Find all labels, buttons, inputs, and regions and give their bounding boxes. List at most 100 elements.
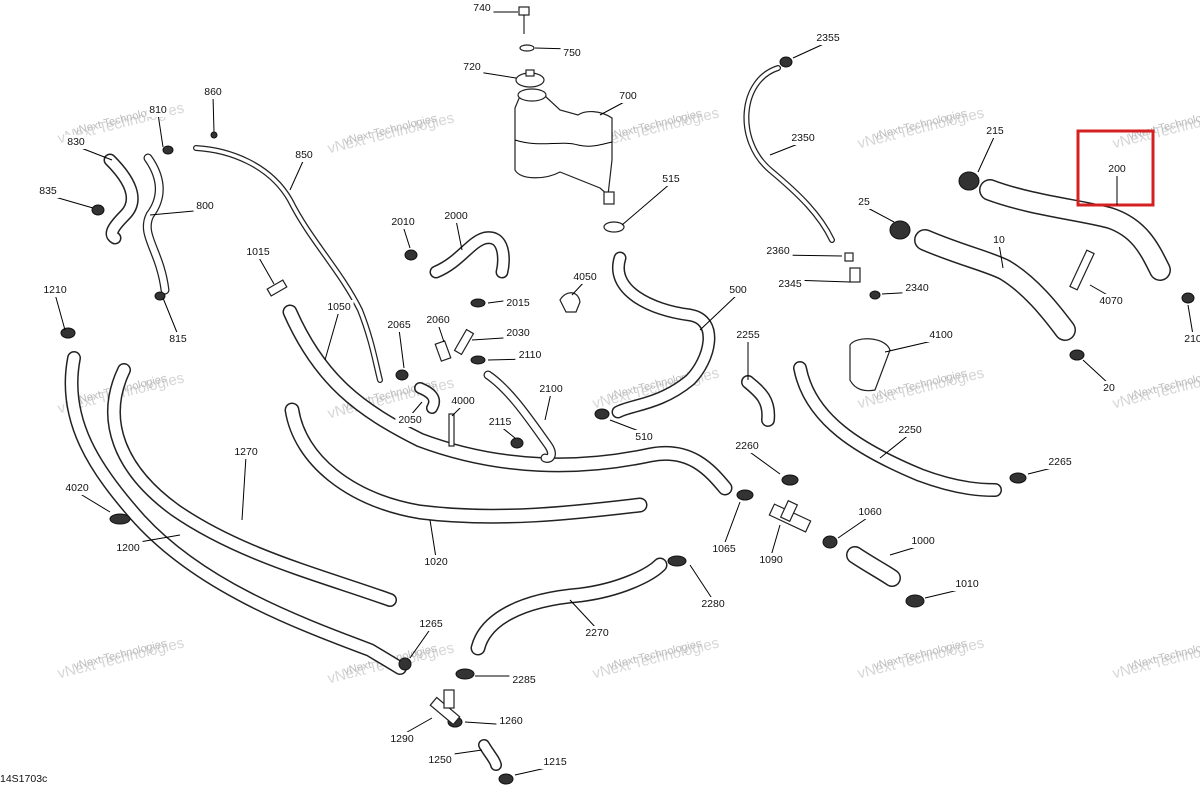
callout-1015: 1015 xyxy=(246,246,270,258)
callout-bg-1265 xyxy=(416,617,446,631)
callout-4070: 4070 xyxy=(1099,295,1123,307)
clamp-20 xyxy=(1069,349,1085,361)
callout-700: 700 xyxy=(619,90,637,102)
callout-1250: 1250 xyxy=(428,754,452,766)
callout-815: 815 xyxy=(169,333,187,345)
callout-bg-2050 xyxy=(395,413,425,427)
leader-line-4020 xyxy=(76,491,111,513)
callout-210: 210 xyxy=(1184,333,1200,345)
callout-bg-2285 xyxy=(509,673,539,687)
hose-2100 xyxy=(483,370,556,463)
hose-2000 xyxy=(429,231,510,279)
callout-bg-2065 xyxy=(384,318,414,332)
callout-1000: 1000 xyxy=(911,535,935,547)
callout-1060: 1060 xyxy=(858,506,882,518)
callout-bg-500 xyxy=(726,283,750,297)
callout-2285: 2285 xyxy=(512,674,536,686)
callout-bg-800 xyxy=(193,199,217,213)
callout-bg-4020 xyxy=(62,481,92,495)
callout-2340: 2340 xyxy=(905,282,929,294)
callout-2355: 2355 xyxy=(816,32,840,44)
callout-2065: 2065 xyxy=(387,319,411,331)
callout-bg-720 xyxy=(460,60,484,74)
callout-2255: 2255 xyxy=(736,329,760,341)
hose-2250 xyxy=(793,361,1002,497)
callout-bg-2345 xyxy=(775,277,805,291)
callout-bg-2255 xyxy=(733,328,763,342)
hose-2255 xyxy=(741,375,776,427)
callout-750: 750 xyxy=(563,47,581,59)
callout-bg-1200 xyxy=(113,541,143,555)
callout-1270: 1270 xyxy=(234,446,258,458)
callout-bg-860 xyxy=(201,85,225,99)
clamp-ring-515 xyxy=(603,221,625,233)
leader-line-2000 xyxy=(455,219,463,251)
callout-2110: 2110 xyxy=(519,349,542,361)
leader-line-850 xyxy=(289,158,305,191)
callout-200: 200 xyxy=(1108,163,1126,175)
callout-510: 510 xyxy=(635,431,653,443)
callout-bg-4100 xyxy=(926,328,956,342)
clamp-815 xyxy=(154,291,166,301)
callout-bg-1050 xyxy=(324,300,354,314)
callout-labels: 7407507207008608108308358008158501015121… xyxy=(36,1,1200,769)
leader-line-2260 xyxy=(746,449,781,475)
hose-1250 xyxy=(478,739,502,771)
callout-bg-2100 xyxy=(536,382,566,396)
hose-850 xyxy=(193,145,383,383)
callout-2060: 2060 xyxy=(426,314,450,326)
tee-fitting-1090 xyxy=(768,499,812,533)
callout-bg-2010 xyxy=(388,215,418,229)
leader-line-215 xyxy=(977,134,996,173)
bracket-4050 xyxy=(559,292,581,313)
callout-4050: 4050 xyxy=(573,271,597,283)
hose-200 xyxy=(979,179,1171,281)
callout-2030: 2030 xyxy=(506,327,530,339)
callout-830: 830 xyxy=(67,136,85,148)
callout-bg-2350 xyxy=(788,131,818,145)
clamp-1215 xyxy=(498,773,514,785)
callout-bg-215 xyxy=(983,124,1007,138)
clamp-2110 xyxy=(470,355,486,365)
fitting-2030 xyxy=(453,328,475,356)
clamp-1210 xyxy=(60,327,76,339)
callout-bg-740 xyxy=(470,1,494,15)
clamp-510 xyxy=(594,408,610,420)
callout-bg-1060 xyxy=(855,505,885,519)
leader-line-1020 xyxy=(429,519,437,559)
leader-line-2065 xyxy=(398,328,405,369)
callout-bg-850 xyxy=(292,148,316,162)
clamp-2340 xyxy=(869,290,881,300)
clamp-210 xyxy=(1181,292,1195,304)
hose-830 xyxy=(103,153,139,245)
callout-bg-4070 xyxy=(1096,294,1126,308)
callout-bg-2000 xyxy=(441,209,471,223)
clamp-2285 xyxy=(455,668,475,680)
callout-1050: 1050 xyxy=(327,301,351,313)
fitting-2360 xyxy=(844,252,854,262)
clamp-2280 xyxy=(667,555,687,567)
callout-2050: 2050 xyxy=(398,414,422,426)
leader-line-1265 xyxy=(409,627,432,659)
leader-line-2280 xyxy=(689,564,714,601)
callout-bg-810 xyxy=(146,103,170,117)
hose-500 xyxy=(611,251,716,419)
callout-bg-1065 xyxy=(709,542,739,556)
clamp-2115 xyxy=(510,437,524,449)
leader-line-1090 xyxy=(770,524,781,557)
callout-bg-2060 xyxy=(423,313,453,327)
leader-line-210 xyxy=(1187,304,1194,336)
callout-bg-4000 xyxy=(448,394,478,408)
callout-bg-200 xyxy=(1105,162,1129,176)
callout-bg-2355 xyxy=(813,31,843,45)
callout-20: 20 xyxy=(1103,382,1115,394)
callout-2265: 2265 xyxy=(1048,456,1072,468)
callout-4100: 4100 xyxy=(929,329,953,341)
callout-bg-25 xyxy=(855,195,873,209)
diagram-reference-code: 14S1703c xyxy=(0,773,48,785)
callout-25: 25 xyxy=(858,196,870,208)
